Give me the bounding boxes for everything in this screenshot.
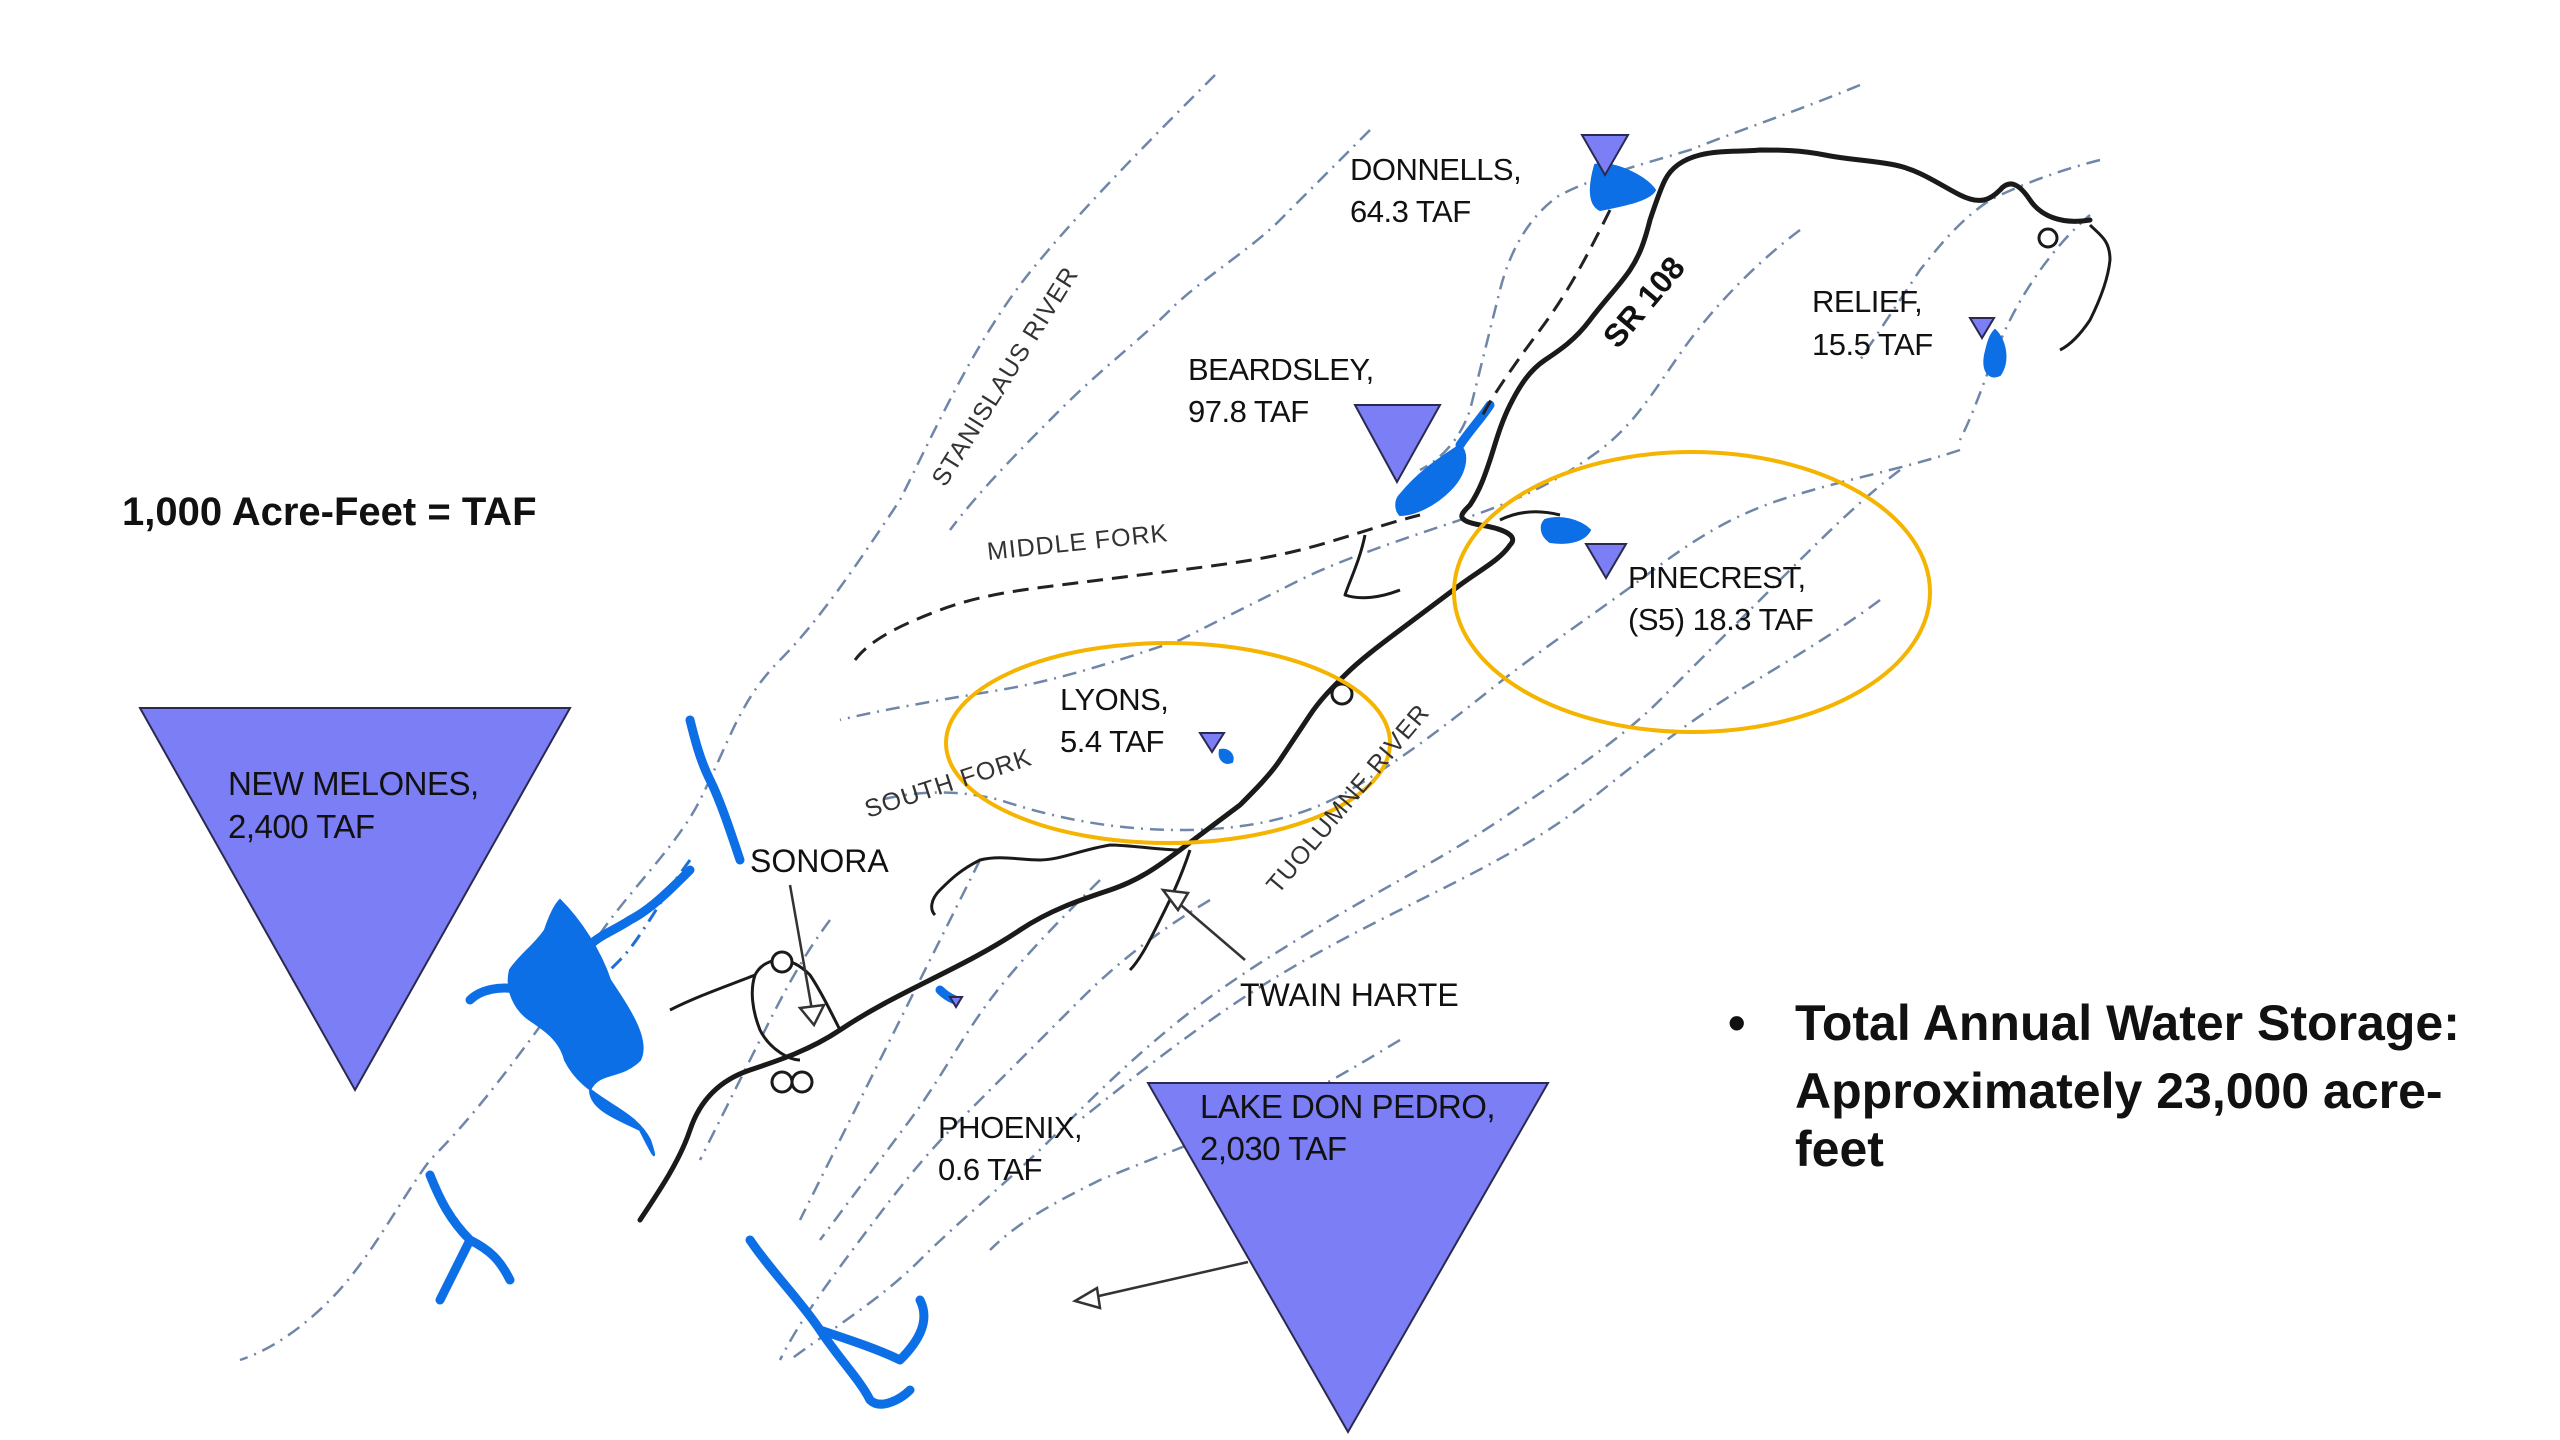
reservoir-markers [138, 134, 1996, 1435]
beardsley-lake [1395, 443, 1467, 517]
roads [637, 147, 2112, 1223]
twain-harte-arrow [1174, 899, 1246, 961]
lyons-highlight-circle [944, 641, 1392, 845]
relief-name: RELIEF, [1812, 284, 1922, 319]
phoenix-capacity: 0.6 TAF [938, 1152, 1042, 1187]
lyons-capacity: 5.4 TAF [1060, 724, 1164, 759]
don-pedro-arrowhead-icon [1071, 1285, 1102, 1310]
new-melones-name: NEW MELONES, [228, 765, 479, 802]
summary-line-1: Total Annual Water Storage: [1795, 995, 2460, 1051]
water-bodies [425, 163, 2007, 1409]
pinecrest-capacity: (S5) 18.3 TAF [1628, 602, 1813, 637]
sonora-arrowhead-icon [797, 1003, 827, 1028]
lake-don-pedro-capacity: 2,030 TAF [1200, 1130, 1347, 1167]
phoenix-marker-icon [948, 996, 964, 1009]
sr108-label: SR 108 [1596, 250, 1692, 355]
lower-tributary-line-3 [798, 859, 982, 1221]
road-middle-fork-spur [1343, 534, 1401, 600]
west-creek-line [698, 919, 832, 1161]
relief-capacity: 15.5 TAF [1812, 327, 1933, 362]
beardsley-marker-icon [1353, 404, 1442, 485]
node-sonora-2 [790, 1070, 814, 1094]
donnells-beardsley-conduit [1478, 209, 1612, 421]
lake-don-pedro-marker-icon [1146, 1082, 1550, 1435]
pinecrest-name: PINECREST, [1628, 560, 1806, 595]
conduits [853, 209, 1612, 661]
tuolumne-river-line [789, 469, 1901, 1362]
relief-lake [1983, 328, 2007, 378]
river-network [239, 74, 2101, 1362]
pinecrest-highlight-circle [1452, 450, 1932, 734]
new-melones-marker-icon [138, 707, 572, 1093]
road-to-sonora [930, 843, 1181, 917]
pinecrest-lake [1540, 517, 1592, 544]
don-pedro-arrow [1089, 1260, 1249, 1300]
new-melones-north-arm [685, 715, 745, 865]
new-melones-arm [585, 865, 695, 950]
conversion-note: 1,000 Acre-Feet = TAF [122, 490, 537, 534]
east-creek-line [1858, 158, 2101, 361]
sonora-arrow [788, 884, 814, 1011]
south-fork-line [879, 448, 1961, 832]
donnells-capacity: 64.3 TAF [1350, 194, 1471, 229]
relief-marker-icon [1968, 317, 1996, 340]
node-lyons-road [1330, 682, 1354, 706]
road-south-spur [1128, 849, 1192, 972]
road-pinecrest-spur [1499, 510, 1561, 522]
don-pedro-lower-arm [745, 1235, 929, 1409]
twain-harte-arrowhead-icon [1160, 888, 1191, 913]
pinecrest-marker-icon [1584, 543, 1628, 580]
sonora-label: SONORA [750, 843, 889, 879]
summary-line-2: Approximately 23,000 acre- [1795, 1063, 2443, 1119]
road-nodes [770, 227, 2059, 1094]
tuolumne-river-label: TUOLUMNE RIVER [1261, 699, 1435, 899]
beardsley-name: BEARDSLEY, [1188, 352, 1374, 387]
western-reservoir-arm [425, 1170, 515, 1305]
stanislaus-upper-line [949, 129, 1371, 531]
lower-tributary-line-2 [819, 879, 1101, 1241]
middle-fork-line [839, 229, 1801, 722]
donnells-name: DONNELLS, [1350, 152, 1521, 187]
road-eastern-spur [2059, 223, 2112, 352]
lower-tributary-line [778, 898, 1211, 1361]
node-sonora-north [770, 950, 794, 974]
lake-don-pedro-name: LAKE DON PEDRO, [1200, 1088, 1495, 1125]
lyons-marker-icon [1198, 732, 1226, 754]
node-sonora-1 [770, 1070, 794, 1094]
twain-harte-label: TWAIN HARTE [1240, 977, 1459, 1013]
lyons-name: LYONS, [1060, 682, 1168, 717]
new-melones-capacity: 2,400 TAF [228, 808, 375, 845]
road-sonora-loop [669, 958, 842, 1062]
summary-line-3: feet [1795, 1121, 1884, 1177]
southeast-creek-line [989, 1038, 1401, 1251]
new-melones-west-arm [465, 983, 525, 1005]
sr108-highway-line [637, 147, 2093, 1223]
phoenix-name: PHOENIX, [938, 1110, 1082, 1145]
summary-bullet: • [1728, 995, 1746, 1051]
middle-fork-conduit [853, 513, 1421, 661]
lyons-lake [1218, 748, 1234, 764]
new-melones-lake [507, 898, 656, 1157]
stanislaus-river-line [239, 74, 1216, 1362]
donnells-lake [1589, 163, 1657, 212]
relief-creek-line [1958, 214, 2091, 441]
beardsley-capacity: 97.8 TAF [1188, 394, 1309, 429]
pointer-arrows [788, 884, 1249, 1310]
node-east [2037, 227, 2059, 249]
stanislaus-river-label: STANISLAUS RIVER [926, 262, 1084, 491]
middle-fork-label: MIDDLE FORK [986, 519, 1170, 566]
donnells-marker-icon [1580, 134, 1630, 178]
tuolumne-branch-line [1079, 598, 1881, 1121]
